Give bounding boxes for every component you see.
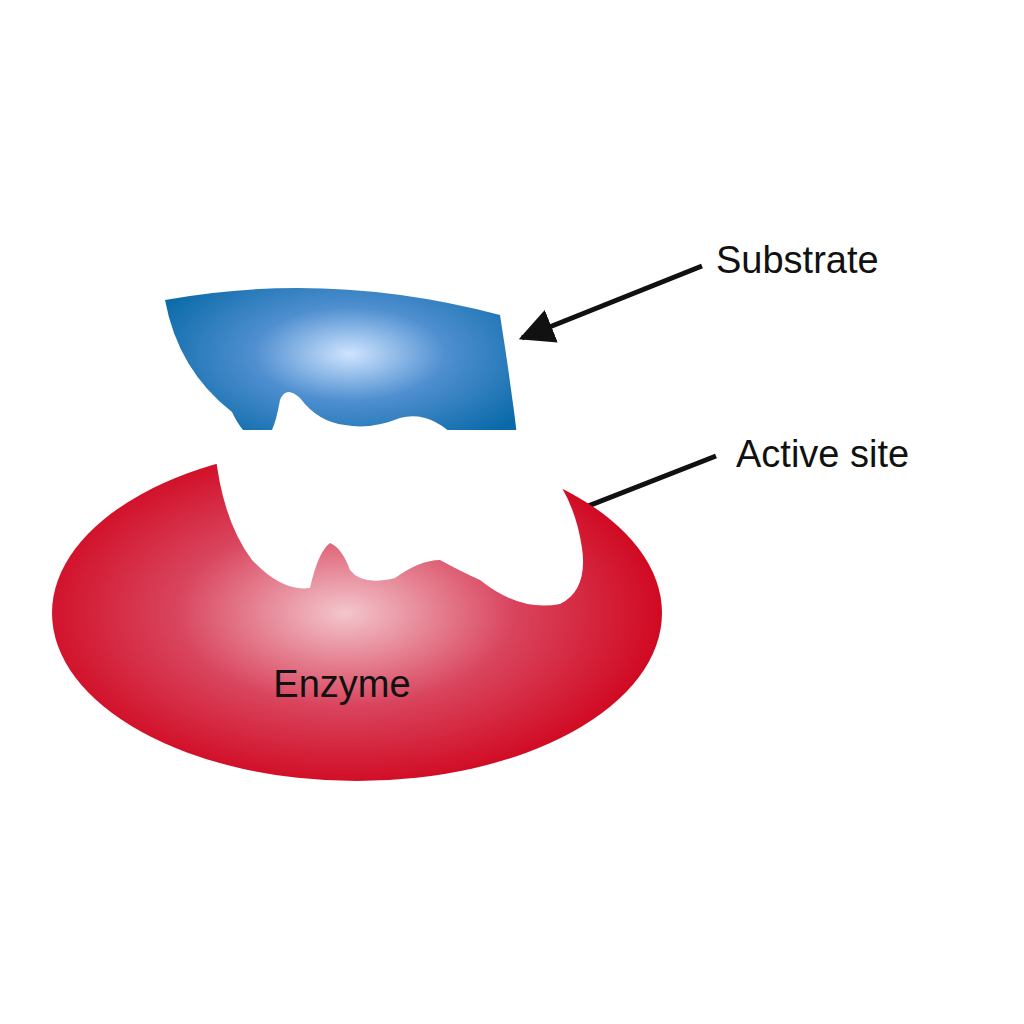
part-label: Active site: [736, 434, 909, 476]
part-label: Substrate: [716, 240, 879, 282]
enzyme-body: Enzyme: [52, 440, 664, 782]
enzyme-shape: [52, 440, 664, 782]
leader-arrow: [522, 266, 702, 338]
node-label: Enzyme: [273, 664, 410, 706]
active-site: [205, 430, 583, 606]
